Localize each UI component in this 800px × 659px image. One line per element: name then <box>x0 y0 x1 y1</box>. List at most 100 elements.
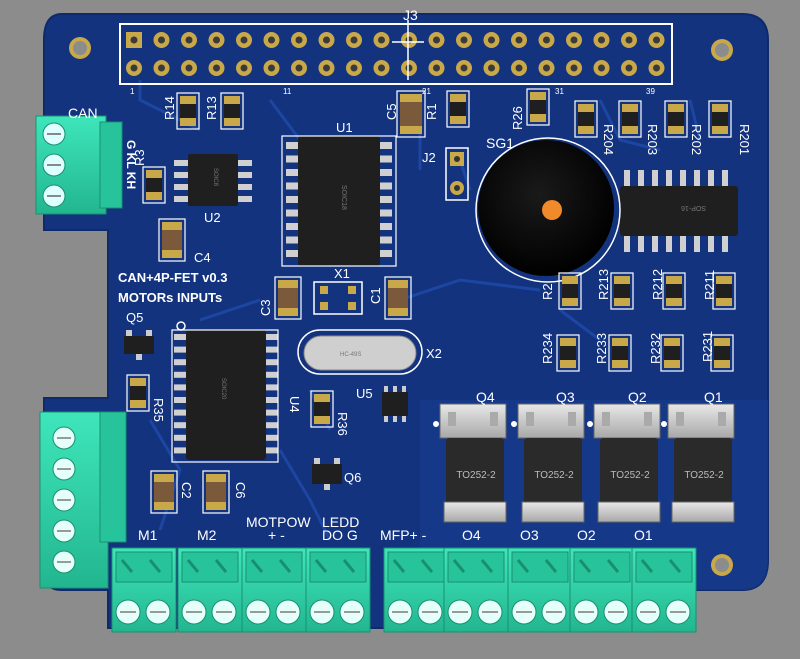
r36-label: R36 <box>335 412 350 436</box>
terminal-block <box>305 547 371 633</box>
header-pin <box>483 60 500 76</box>
r14-label: R14 <box>162 96 177 120</box>
header-pin1: 1 <box>130 87 135 96</box>
mounting-holes <box>69 37 733 576</box>
header-pin <box>593 32 610 48</box>
terminal-block <box>111 547 177 633</box>
m2-label: M2 <box>197 527 217 543</box>
r204-label: R204 <box>601 124 616 155</box>
fet-to252: TO252-2 <box>511 403 585 523</box>
header-pin31: 31 <box>555 87 564 96</box>
bottom-labels: M1 M2 MOTPOW LEDD + - DO G MFP+ - O4 O3 … <box>138 514 653 543</box>
o3-label: O3 <box>520 527 539 543</box>
header-pin <box>428 60 445 76</box>
q1-ref: Q1 <box>704 389 723 405</box>
terminal-block <box>443 547 509 633</box>
q3-ref: Q3 <box>556 389 575 405</box>
resistor <box>712 272 736 310</box>
capacitor <box>384 276 412 320</box>
header-pin <box>126 32 142 48</box>
terminal-screw <box>52 426 76 450</box>
resistor <box>220 92 244 130</box>
j2-ref: J2 <box>422 150 436 165</box>
header-pin <box>236 60 252 76</box>
resistor <box>126 374 150 412</box>
terminal-block <box>631 547 697 633</box>
resistor <box>558 272 582 310</box>
header-pin <box>181 60 197 76</box>
r233-label: R233 <box>594 333 609 364</box>
header-pin <box>373 32 390 48</box>
capacitor <box>202 470 230 514</box>
q6-transistor: Q6 <box>312 458 361 490</box>
u2-chip: U2 SOIC8 <box>174 154 252 225</box>
c4-label: C4 <box>194 250 211 265</box>
resistor <box>142 166 166 204</box>
header-pin <box>318 32 335 48</box>
header-pin <box>291 32 307 48</box>
resistor <box>664 100 688 138</box>
terminal-screw <box>52 550 76 574</box>
r13-label: R13 <box>204 96 219 120</box>
fet-package: TO252-2 <box>456 470 496 481</box>
header-pin <box>153 60 170 76</box>
c2-label: C2 <box>179 482 194 499</box>
resistor <box>310 390 334 428</box>
r26-label: R26 <box>510 106 525 130</box>
x2-package: HC-49S <box>340 352 361 358</box>
q2-ref: Q2 <box>628 389 647 405</box>
u2-ref: U2 <box>204 210 221 225</box>
header-pin <box>291 60 307 76</box>
r213-label: R213 <box>596 269 611 300</box>
header-pin <box>346 60 362 76</box>
q5-ref: Q5 <box>126 310 143 325</box>
x2-ref: X2 <box>426 346 442 361</box>
capacitor <box>396 90 426 138</box>
can-pins-label: G KL KH <box>124 140 138 189</box>
header-pin <box>621 60 637 76</box>
sg1-buzzer: SG1 <box>475 135 621 283</box>
header-pin21: 21 <box>422 87 431 96</box>
resistor <box>710 334 734 372</box>
ledd-label: LEDD <box>322 514 359 530</box>
x1-ref: X1 <box>334 266 350 281</box>
terminal-screw <box>52 457 76 481</box>
u4-ref: U4 <box>287 396 302 413</box>
passive-labels: R14 R13 C5 R1 R26 R3 C4 C3 C1 R204 R203 … <box>132 96 752 498</box>
resistor <box>526 88 550 126</box>
resistor <box>660 334 684 372</box>
header-pin <box>511 32 527 48</box>
header-pin <box>456 32 472 48</box>
terminal-block <box>383 547 449 633</box>
header-pin <box>621 32 637 48</box>
x2-crystal: HC-49S X2 <box>297 329 442 375</box>
fet-labels: Q4 Q3 Q2 Q1 <box>476 389 723 405</box>
header-pin <box>208 32 225 48</box>
resistor <box>608 334 632 372</box>
q6-ref: Q6 <box>344 470 361 485</box>
c1-label: C1 <box>368 287 383 304</box>
header-pin <box>648 60 665 76</box>
resistor <box>618 100 642 138</box>
can-terminal-block: CAN G KL KH <box>35 105 138 215</box>
fet-to252: TO252-2 <box>661 403 735 523</box>
c3-label: C3 <box>258 299 273 316</box>
sg1-ref: SG1 <box>486 135 514 151</box>
capacitor <box>274 276 302 320</box>
header-pin <box>401 60 417 76</box>
r202-label: R202 <box>689 124 704 155</box>
header-pin11: 11 <box>283 87 292 96</box>
can-label: CAN <box>68 105 98 121</box>
r3-label: R3 <box>132 149 147 166</box>
o2-label: O2 <box>577 527 596 543</box>
c6-label: C6 <box>233 482 248 499</box>
resistor <box>556 334 580 372</box>
fet-to252: TO252-2 <box>433 403 507 523</box>
do-g-label: DO G <box>322 527 358 543</box>
pm-label: + - <box>268 527 285 543</box>
u1-ref: U1 <box>336 120 353 135</box>
input-terminal-block <box>39 411 127 589</box>
u1-package: SOIC18 <box>340 185 347 210</box>
u2-package: SOIC8 <box>212 168 218 187</box>
header-pin <box>593 60 610 76</box>
